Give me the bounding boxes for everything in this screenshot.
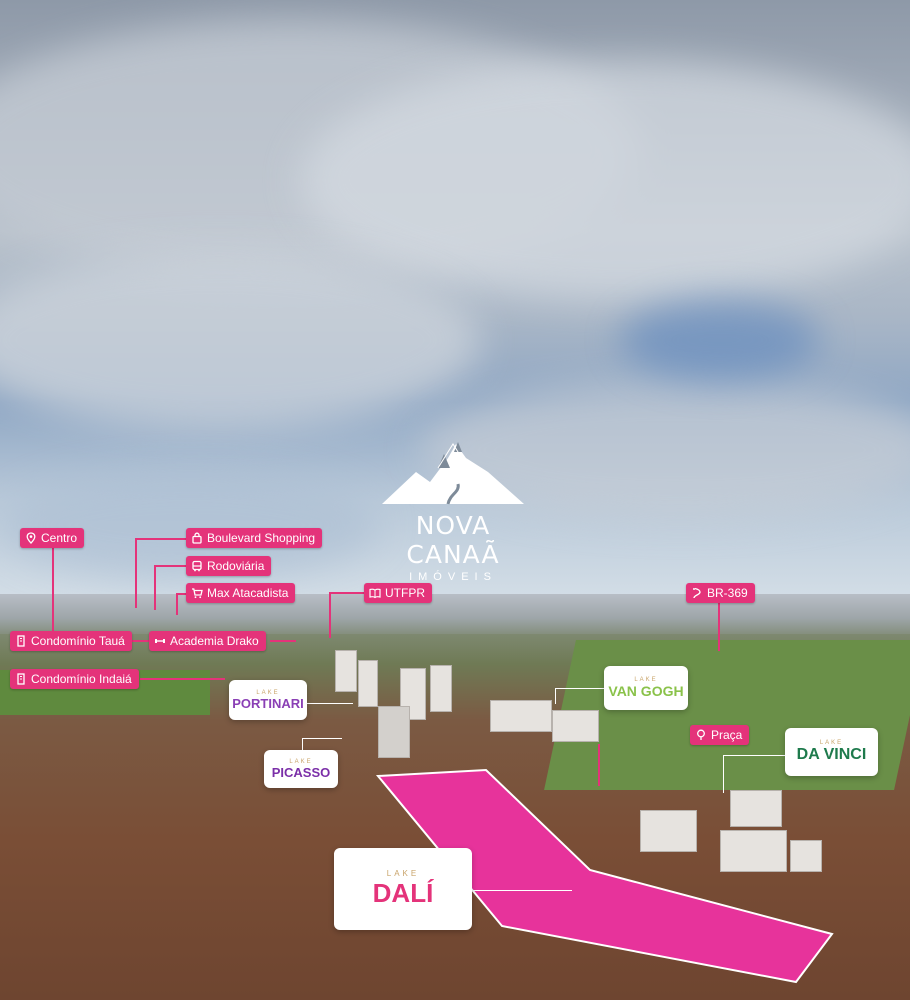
bus-icon bbox=[192, 560, 202, 572]
card-connector-line bbox=[302, 738, 303, 750]
tag-label: Condomínio Indaiá bbox=[31, 672, 132, 686]
connector-line bbox=[140, 678, 225, 680]
building-icon bbox=[17, 635, 25, 647]
connector-line bbox=[176, 593, 188, 595]
card-connector-line bbox=[723, 755, 724, 793]
building bbox=[358, 660, 378, 707]
city-skyline bbox=[0, 594, 910, 634]
card-lake-van-gogh[interactable]: LAKE VAN GOGH bbox=[604, 666, 688, 710]
tag-academia-drako[interactable]: Academia Drako bbox=[149, 631, 266, 651]
building bbox=[640, 810, 697, 852]
card-connector-line bbox=[723, 755, 785, 756]
building-icon bbox=[17, 673, 25, 685]
building bbox=[720, 830, 787, 872]
tag-label: Condomínio Tauá bbox=[31, 634, 125, 648]
building bbox=[552, 710, 599, 742]
card-connector-line bbox=[555, 688, 556, 704]
card-prefix: LAKE bbox=[819, 740, 844, 746]
mountain-logo-icon bbox=[382, 442, 524, 505]
tag-label: Rodoviária bbox=[207, 559, 265, 573]
connector-line bbox=[52, 547, 54, 633]
card-name: PICASSO bbox=[271, 764, 331, 780]
card-lake-picasso[interactable]: LAKE PICASSO bbox=[264, 750, 338, 788]
tag-max-atacadista[interactable]: Max Atacadista bbox=[186, 583, 296, 603]
tag-label: Boulevard Shopping bbox=[207, 531, 316, 545]
tag-rodoviaria[interactable]: Rodoviária bbox=[186, 556, 272, 576]
book-icon bbox=[369, 588, 381, 599]
card-prefix: LAKE bbox=[634, 677, 658, 683]
building bbox=[490, 700, 552, 732]
connector-line bbox=[718, 601, 720, 651]
card-connector-line bbox=[307, 703, 353, 704]
tag-utfpr[interactable]: UTFPR bbox=[364, 583, 432, 603]
connector-line bbox=[329, 592, 331, 638]
tag-label: Academia Drako bbox=[170, 634, 259, 648]
building bbox=[790, 840, 822, 872]
nova-canaa-logo: NOVA CANAÃ IMÓVEIS bbox=[372, 438, 534, 583]
card-prefix: LAKE bbox=[289, 758, 313, 765]
card-connector-line bbox=[555, 688, 605, 689]
tag-label: UTFPR bbox=[385, 586, 425, 600]
card-lake-portinari[interactable]: LAKE PORTINARI bbox=[229, 680, 307, 720]
brand-subtitle: IMÓVEIS bbox=[409, 571, 497, 583]
shopping-cart-icon bbox=[192, 588, 203, 599]
tag-label: BR-369 bbox=[707, 586, 748, 600]
card-prefix: LAKE bbox=[256, 689, 280, 696]
tag-condominio-indaia[interactable]: Condomínio Indaiá bbox=[10, 669, 139, 689]
card-name: VAN GOGH bbox=[608, 683, 684, 699]
map-pin-icon bbox=[26, 532, 36, 544]
connector-line bbox=[135, 538, 137, 608]
tag-label: Max Atacadista bbox=[207, 586, 289, 600]
connector-line bbox=[135, 538, 187, 540]
connector-line bbox=[176, 593, 178, 615]
shopping-bag-icon bbox=[192, 532, 202, 544]
connector-line bbox=[270, 640, 296, 642]
tag-centro[interactable]: Centro bbox=[20, 528, 85, 548]
dumbbell-icon bbox=[155, 639, 165, 643]
connector-line bbox=[154, 565, 156, 610]
card-lake-dali[interactable]: LAKE DALÍ bbox=[334, 848, 472, 930]
connector-line bbox=[154, 565, 188, 567]
connector-line bbox=[598, 744, 600, 786]
tag-boulevard-shopping[interactable]: Boulevard Shopping bbox=[186, 528, 323, 548]
building bbox=[430, 665, 452, 712]
road-icon bbox=[693, 587, 701, 599]
building bbox=[730, 790, 782, 827]
tag-label: Centro bbox=[41, 531, 78, 545]
tag-condominio-taua[interactable]: Condomínio Tauá bbox=[10, 631, 132, 651]
tag-label: Praça bbox=[711, 728, 743, 742]
card-prefix: LAKE bbox=[386, 869, 420, 878]
connector-line bbox=[130, 640, 150, 642]
tag-br-369[interactable]: BR-369 bbox=[686, 583, 755, 603]
card-name: DALÍ bbox=[372, 878, 434, 908]
card-name: DA VINCI bbox=[796, 746, 867, 763]
brand-name: NOVA CANAÃ bbox=[406, 511, 500, 569]
tree-icon bbox=[697, 729, 705, 740]
connector-line bbox=[329, 592, 365, 594]
building bbox=[378, 706, 410, 758]
sky-background bbox=[0, 0, 910, 610]
building bbox=[335, 650, 357, 692]
card-lake-da-vinci[interactable]: LAKE DA VINCI bbox=[785, 728, 878, 776]
card-connector-line bbox=[302, 738, 342, 739]
card-connector-line bbox=[472, 890, 572, 891]
tag-praca[interactable]: Praça bbox=[690, 725, 750, 745]
card-name: PORTINARI bbox=[232, 695, 304, 711]
